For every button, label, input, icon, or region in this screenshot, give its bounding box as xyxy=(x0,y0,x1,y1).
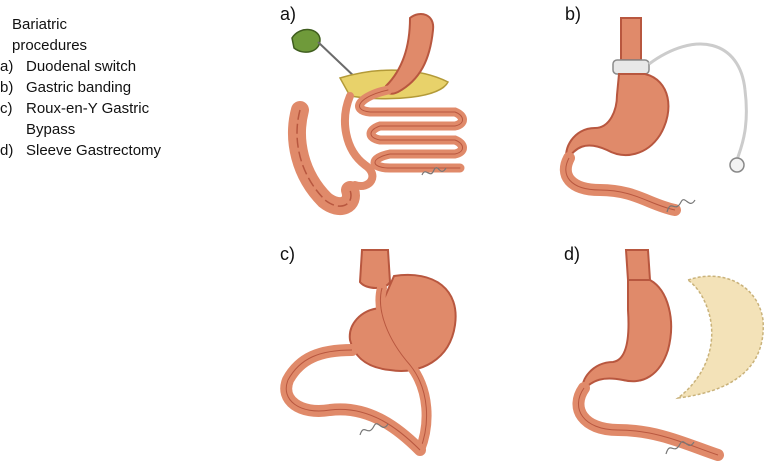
colon-outline xyxy=(296,109,352,207)
duodenum-shape xyxy=(559,152,681,216)
removed-stomach-portion xyxy=(675,275,764,400)
legend-letter: c) xyxy=(0,100,13,117)
panel-gastric-banding: b) xyxy=(555,0,770,225)
gastric-band xyxy=(612,59,650,75)
legend-name: Bypass xyxy=(26,121,76,138)
panel-sleeve-gastrectomy: d) xyxy=(548,240,770,470)
small-bowel-outline xyxy=(359,89,463,169)
gastric-pouch xyxy=(358,249,392,289)
small-bowel-loops xyxy=(355,85,467,173)
panel-label: b) xyxy=(565,4,582,24)
stomach-sleeve xyxy=(581,279,673,392)
biliopancreatic-outline xyxy=(285,349,421,451)
bile-duct xyxy=(317,41,359,81)
gallbladder-shape xyxy=(291,28,321,53)
access-port xyxy=(729,157,745,173)
artist-signature xyxy=(421,167,447,176)
legend-item-duodenal-switch: a) Duodenal switch xyxy=(0,56,250,77)
duodenal-switch-illustration xyxy=(288,13,467,216)
esophagus-shape xyxy=(620,17,642,61)
duodenum-shape xyxy=(572,382,724,461)
legend-name: Duodenal switch xyxy=(26,58,137,75)
artist-signature xyxy=(665,441,695,455)
common-channel xyxy=(341,92,377,190)
panel-duodenal-switch: a) xyxy=(270,0,470,225)
duodenum-outline xyxy=(578,387,719,456)
legend-name: Roux-en-Y Gastric xyxy=(26,100,150,117)
artist-signature xyxy=(666,199,696,213)
band-tubing xyxy=(648,42,748,161)
panel-label: a) xyxy=(280,4,297,24)
artist-signature xyxy=(359,423,389,436)
stomach-shape xyxy=(565,73,670,163)
legend-item-gastric-banding: b) Gastric banding xyxy=(0,77,250,98)
bypassed-stomach xyxy=(348,274,457,372)
panel-roux-en-y: c) xyxy=(270,240,475,470)
roux-limb-outline xyxy=(379,287,428,451)
legend-title-line1: Bariatric xyxy=(12,16,68,33)
legend-letter: d) xyxy=(0,142,14,159)
legend-item-roux-en-y: c) Roux-en-Y Gastric xyxy=(0,98,250,119)
duodenum-outline xyxy=(565,157,676,211)
legend-item-sleeve: d) Sleeve Gastrectomy xyxy=(0,140,250,161)
roux-en-y-illustration xyxy=(280,249,457,456)
legend-title-line2: procedures xyxy=(12,37,88,54)
procedure-legend: Bariatric procedures a) Duodenal switch … xyxy=(0,14,250,161)
legend-letter: a) xyxy=(0,58,14,75)
legend-name: Sleeve Gastrectomy xyxy=(26,142,162,159)
stomach-sleeve xyxy=(384,13,435,95)
legend-item-roux-en-y-cont: Bypass xyxy=(0,119,250,140)
panel-label: d) xyxy=(564,244,581,264)
gastric-banding-illustration xyxy=(559,17,748,216)
legend-letter xyxy=(0,119,26,140)
legend-letter: b) xyxy=(0,79,14,96)
legend-name: Gastric banding xyxy=(26,79,132,96)
esophagus-shape xyxy=(624,249,652,281)
sleeve-gastrectomy-illustration xyxy=(572,249,764,461)
panel-label: c) xyxy=(280,244,295,264)
